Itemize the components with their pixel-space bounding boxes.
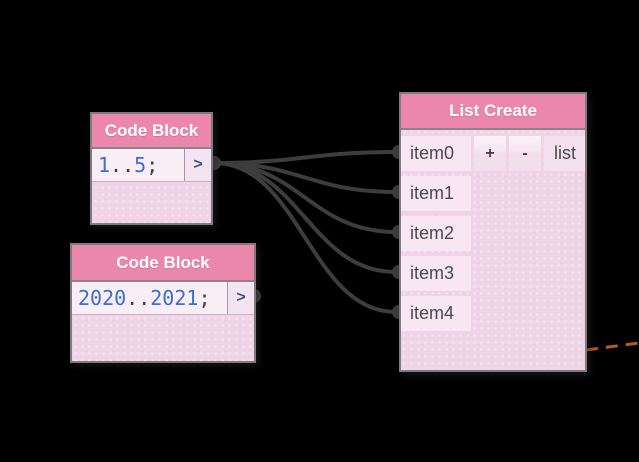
plus-icon: + [485, 144, 495, 162]
code-token-operator: ; [198, 286, 211, 310]
input-port-label: item3 [410, 263, 455, 283]
remove-input-button[interactable]: - [509, 136, 541, 171]
minus-icon: - [522, 144, 528, 162]
chevron-right-icon: > [236, 289, 246, 306]
input-port-item0[interactable]: item0 [401, 136, 471, 171]
input-port-label: item2 [410, 223, 455, 243]
node-title: Code Block [104, 120, 199, 140]
input-port-label: item0 [410, 143, 455, 163]
node-title: List Create [449, 101, 537, 120]
code-token-operator: .. [126, 286, 151, 310]
output-port[interactable]: > [184, 149, 211, 181]
input-port-item3[interactable]: item3 [401, 256, 471, 291]
node-title-bar[interactable]: Code Block [72, 245, 254, 282]
code-token-number: 5 [134, 153, 147, 177]
code-token-number: 2020 [78, 286, 127, 310]
input-port-item1[interactable]: item1 [401, 176, 471, 211]
code-input[interactable]: 2020..2021; [72, 282, 227, 314]
output-port[interactable]: > [227, 282, 254, 314]
input-port-label: item1 [410, 183, 455, 203]
node-list-create[interactable]: List Create item0 + - list item1 item2 [399, 92, 587, 372]
wire-item2[interactable] [212, 161, 398, 234]
node-title-bar[interactable]: List Create [401, 94, 585, 130]
chevron-right-icon: > [193, 156, 203, 173]
input-port-item2[interactable]: item2 [401, 216, 471, 251]
code-token-operator: ; [146, 153, 159, 177]
node-title-bar[interactable]: Code Block [92, 114, 211, 149]
node-code-block-1[interactable]: Code Block 1..5; > [90, 112, 213, 225]
code-token-number: 2021 [150, 286, 199, 310]
wire-item4[interactable] [212, 161, 398, 314]
node-code-block-2[interactable]: Code Block 2020..2021; > [70, 243, 256, 363]
input-port-label: item4 [410, 303, 455, 323]
output-port-list[interactable]: list [544, 136, 585, 171]
output-port-label: list [554, 143, 576, 163]
wire-item0[interactable] [212, 150, 398, 165]
dashed-partial-wire[interactable] [585, 341, 639, 352]
code-input[interactable]: 1..5; [92, 149, 184, 181]
input-port-item4[interactable]: item4 [401, 296, 471, 331]
code-token-number: 1 [98, 153, 111, 177]
code-token-operator: .. [110, 153, 135, 177]
add-input-button[interactable]: + [474, 136, 506, 171]
node-title: Code Block [116, 252, 210, 272]
